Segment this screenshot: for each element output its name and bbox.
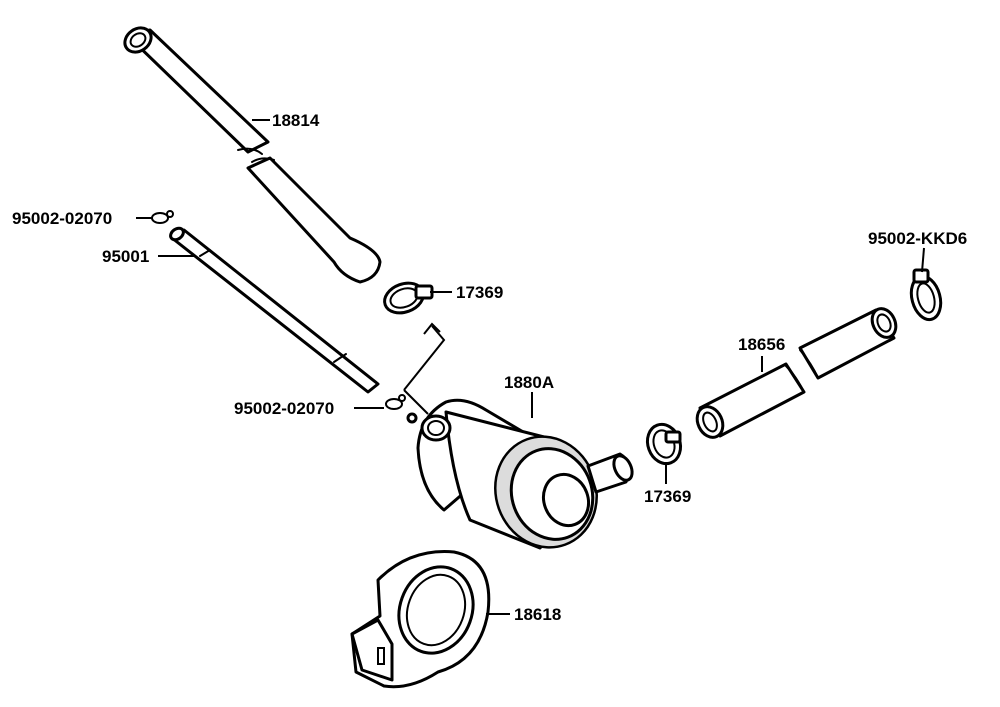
label-17369-top: 17369: [456, 283, 503, 302]
clamp-17369-bottom: [645, 422, 683, 466]
leader-lines: [136, 119, 925, 615]
label-95002-02070-top: 95002-02070: [12, 209, 112, 228]
routing-arrow: [403, 322, 446, 415]
clamp-17369-top: [383, 281, 434, 315]
filter-body-1880A: [406, 398, 634, 550]
tube-18814: [123, 26, 382, 284]
label-95002-02070-mid: 95002-02070: [234, 399, 334, 418]
clip-95002-02070-top: [151, 210, 174, 224]
label-1880A: 1880A: [504, 373, 554, 392]
label-18814: 18814: [272, 111, 320, 130]
label-95001: 95001: [102, 247, 149, 266]
clamp-95002-KKD6: [909, 268, 943, 322]
label-18656: 18656: [738, 335, 785, 354]
hose-18656: [695, 307, 898, 439]
label-18618: 18618: [514, 605, 561, 624]
part-labels: 18814 95002-02070 95001 17369 1880A 9500…: [12, 111, 967, 624]
bracket-18618: [350, 550, 491, 689]
clip-95002-02070-mid: [385, 394, 406, 410]
label-95002-KKD6: 95002-KKD6: [868, 229, 967, 248]
rod-95001: [169, 226, 380, 394]
label-17369-bottom: 17369: [644, 487, 691, 506]
